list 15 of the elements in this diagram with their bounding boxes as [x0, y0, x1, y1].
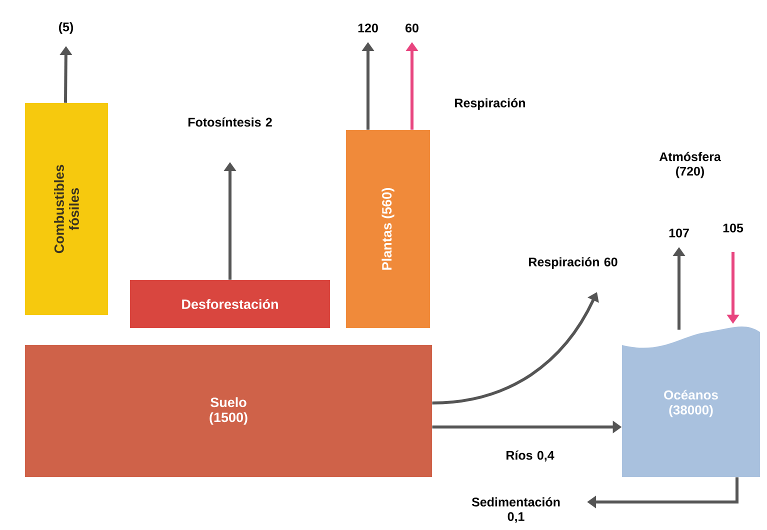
edge-label: 107	[669, 228, 689, 238]
edge-label: Respiración 60	[529, 257, 618, 269]
fuel-box: Combustibles fósiles	[25, 103, 108, 315]
plants-box: Plantas (560)	[346, 130, 430, 328]
edge-label: 60	[406, 24, 418, 32]
edge-label: Ríos 0,4	[506, 450, 554, 462]
edge-label: 105	[723, 224, 744, 232]
edge-label: Sedimentación 0,1	[472, 497, 560, 523]
edge-label: 120	[358, 24, 378, 32]
edge-label: (5)	[59, 22, 74, 34]
flow-label: Respiración	[455, 98, 525, 110]
edge-label: Fotosíntesis 2	[188, 117, 272, 127]
soil-box: Suelo (1500)	[25, 345, 432, 477]
deforestation-box: Desforestación	[130, 280, 330, 328]
flow-label: Atmósfera (720)	[659, 152, 721, 178]
